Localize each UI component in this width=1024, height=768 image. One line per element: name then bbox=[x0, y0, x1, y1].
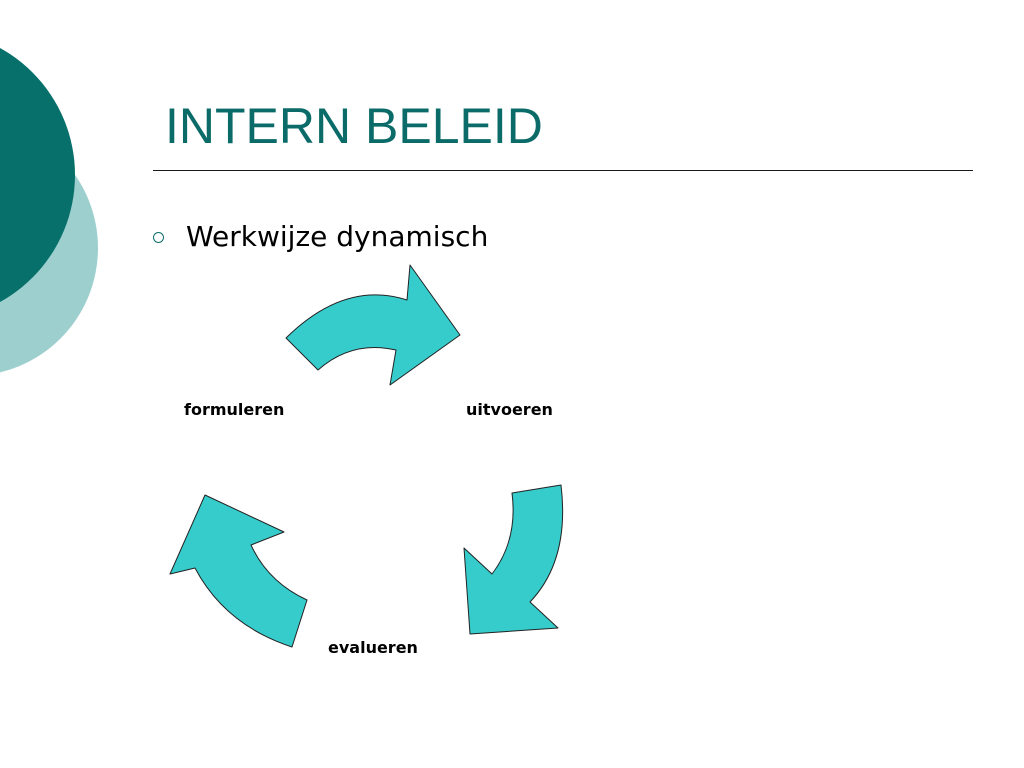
cycle-arrow-top bbox=[285, 264, 461, 386]
title-divider bbox=[153, 170, 973, 171]
bullet-text: Werkwijze dynamisch bbox=[186, 219, 489, 253]
bullet-item: Werkwijze dynamisch bbox=[153, 216, 488, 256]
slide-title: INTERN BELEID bbox=[165, 98, 543, 154]
cycle-step-uitvoeren: uitvoeren bbox=[466, 400, 553, 419]
cycle-step-evalueren: evalueren bbox=[328, 638, 418, 657]
cycle-step-formuleren: formuleren bbox=[184, 400, 285, 419]
decorative-circles bbox=[0, 48, 98, 373]
cycle-arrow-right bbox=[463, 484, 564, 635]
dark-teal-circle bbox=[0, 48, 75, 302]
hollow-circle-bullet-icon bbox=[153, 231, 164, 243]
cycle-arrow-left bbox=[169, 494, 308, 648]
